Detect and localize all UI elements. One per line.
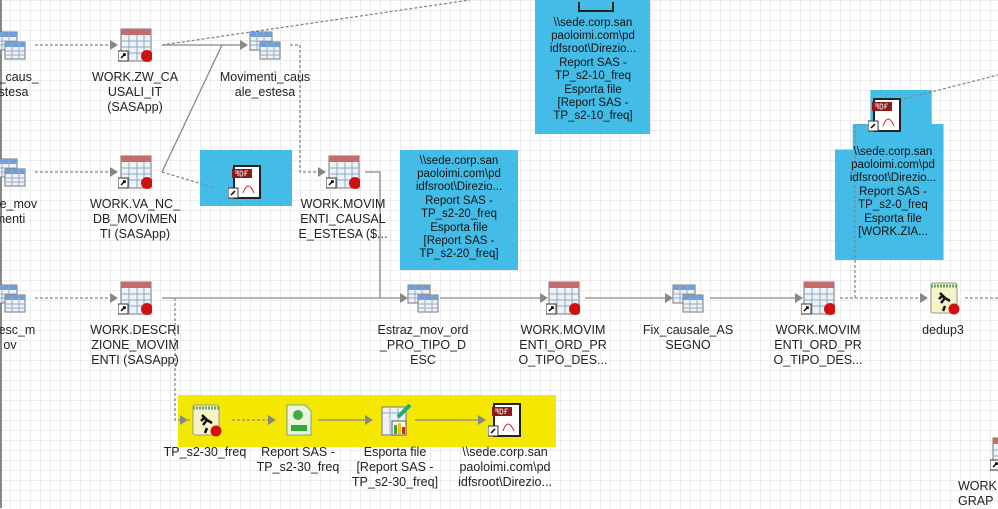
work-table-icon bbox=[800, 281, 837, 316]
connector bbox=[161, 0, 471, 46]
export-node[interactable]: Esporta file [Report SAS - TP_s2-30_freq… bbox=[340, 403, 450, 490]
blue-top-labels: \\sede.corp.san paoloimi.com\pd idfsroot… bbox=[549, 17, 637, 122]
job-runner-icon bbox=[188, 403, 223, 438]
work-table-icon bbox=[325, 155, 362, 190]
table-node[interactable]: ione_mov menti bbox=[0, 155, 65, 227]
pdf-icon bbox=[487, 403, 522, 437]
export-file-icon bbox=[378, 403, 412, 437]
work-table-icon bbox=[117, 28, 154, 63]
job-node[interactable]: TP_s2-30_freq bbox=[150, 403, 260, 460]
arrowhead bbox=[665, 293, 673, 303]
arrowhead bbox=[180, 415, 188, 425]
work-table-node[interactable]: WORK.VA_NC_ DB_MOVIMEN TI (SASApp) bbox=[80, 155, 190, 242]
work-table-icon bbox=[545, 281, 582, 316]
arrowhead bbox=[920, 293, 928, 303]
arrowhead bbox=[795, 293, 803, 303]
table-icon bbox=[0, 28, 27, 62]
pdf-node-blue-left[interactable] bbox=[190, 165, 300, 207]
arrowhead bbox=[240, 40, 248, 50]
blue-group-left-labels[interactable] bbox=[400, 150, 518, 270]
work-table-node[interactable]: WORK.ZW_CA USALI_IT (SASApp) bbox=[80, 28, 190, 115]
blue-right-labels: \\sede.corp.san paoloimi.com\pd idfsroot… bbox=[849, 146, 937, 238]
table-icon bbox=[671, 281, 705, 315]
work-table-node[interactable]: WORK.MOVIM ENTI_ORD_PR O_TIPO_DES... bbox=[763, 281, 873, 368]
work-table-icon bbox=[117, 155, 154, 190]
connector bbox=[161, 44, 223, 173]
table-icon bbox=[0, 155, 27, 189]
table-node[interactable]: _desc_m ov bbox=[0, 281, 65, 353]
pdf-icon bbox=[227, 165, 262, 199]
blue-group-top[interactable] bbox=[535, 0, 650, 134]
canvas-left-border bbox=[0, 0, 2, 508]
table-node[interactable]: Movimenti_caus ale_estesa bbox=[210, 28, 320, 100]
table-node[interactable]: Estraz_mov_ord _PRO_TIPO_D ESC bbox=[368, 281, 478, 368]
report-node[interactable]: Report SAS - TP_s2-30_freq bbox=[243, 403, 353, 475]
table-node[interactable]: Fix_causale_AS SEGNO bbox=[633, 281, 743, 353]
work-table-icon bbox=[117, 281, 154, 316]
pdf-icon bbox=[867, 98, 902, 132]
arrowhead bbox=[110, 293, 118, 303]
arrowhead bbox=[110, 167, 118, 177]
connector bbox=[854, 124, 870, 298]
arrowhead bbox=[365, 415, 373, 425]
connector bbox=[290, 44, 318, 173]
pdf-node[interactable]: \\sede.corp.san paoloimi.com\pd idfsroot… bbox=[450, 403, 560, 490]
work-table-node[interactable]: WORK.MOVIM ENTI_CAUSAL E_ESTESA ($... bbox=[288, 155, 398, 242]
connector bbox=[365, 171, 381, 298]
table-node[interactable]: ata_caus_ estesa bbox=[0, 28, 65, 100]
report-icon bbox=[281, 403, 315, 437]
job-node-dedup3[interactable]: dedup3 bbox=[888, 281, 998, 338]
work-table-node-partial[interactable]: WORK GRAP bbox=[940, 437, 998, 509]
arrowhead bbox=[110, 40, 118, 50]
arrowhead bbox=[478, 415, 486, 425]
arrowhead bbox=[318, 167, 326, 177]
job-runner-icon bbox=[926, 281, 961, 316]
connector bbox=[161, 171, 216, 189]
blue-left-labels: \\sede.corp.san paoloimi.com\pd idfsroot… bbox=[415, 155, 503, 260]
arrowhead bbox=[400, 293, 408, 303]
arrowhead bbox=[268, 415, 276, 425]
table-icon bbox=[406, 281, 440, 315]
pdf-node-blue-right[interactable] bbox=[830, 98, 940, 140]
work-table-node[interactable]: WORK.DESCRI ZIONE_MOVIM ENTI (SASApp) bbox=[80, 281, 190, 368]
work-table-icon bbox=[989, 437, 998, 472]
work-table-node[interactable]: WORK.MOVIM ENTI_ORD_PR O_TIPO_DES... bbox=[508, 281, 618, 368]
arrowhead bbox=[540, 293, 548, 303]
table-icon bbox=[248, 28, 282, 62]
table-icon bbox=[0, 281, 27, 315]
icon-partial bbox=[578, 2, 614, 12]
